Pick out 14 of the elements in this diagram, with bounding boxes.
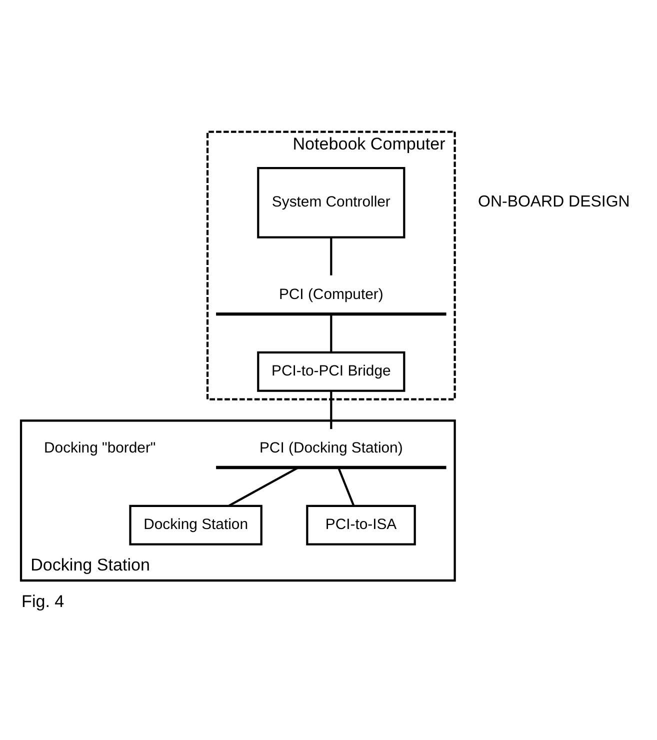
node-box: Docking Station (129, 504, 262, 546)
connector (330, 314, 332, 352)
label: ON-BOARD DESIGN (478, 193, 630, 210)
connector (338, 467, 355, 506)
node-box: PCI-to-ISA (306, 504, 416, 546)
node-box: PCI-to-PCI Bridge (257, 351, 406, 392)
node-box: System Controller (257, 166, 406, 238)
connector (330, 391, 332, 430)
node-text: PCI (Docking Station) (260, 439, 403, 456)
caption: Fig. 4 (22, 592, 64, 611)
connector (330, 238, 332, 276)
label: Docking "border" (44, 439, 156, 456)
node-text: PCI (Computer) (278, 286, 384, 303)
connector (228, 466, 299, 507)
